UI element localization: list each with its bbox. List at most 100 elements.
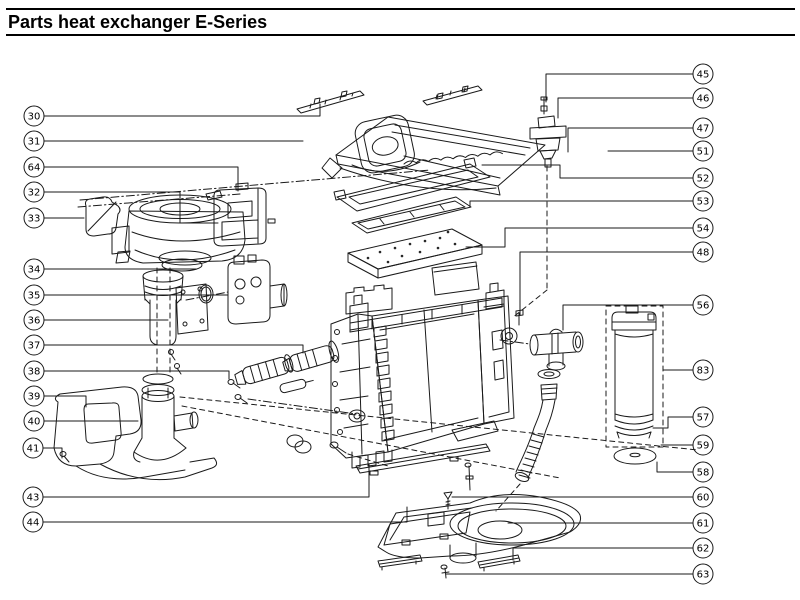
callout-circle-41	[22, 437, 44, 459]
callout-number-59: 59	[697, 441, 710, 452]
part-grommet-screw	[286, 434, 389, 467]
callout-46: 46	[557, 87, 714, 119]
callout-60: 60	[451, 486, 714, 508]
part-lower-rail	[355, 443, 491, 476]
leader-line-47	[567, 127, 694, 153]
callout-number-35: 35	[28, 291, 41, 302]
page-title: Parts heat exchanger E-Series	[8, 12, 268, 32]
callout-83: 83	[662, 359, 714, 381]
leader-line-56	[562, 304, 694, 331]
callout-37: 37	[23, 334, 304, 356]
leader-line-53	[469, 200, 694, 208]
callout-circle-62	[692, 537, 714, 559]
callout-number-33: 33	[28, 214, 41, 225]
leader-line-39	[43, 395, 87, 408]
part-air-vent-valve	[529, 96, 567, 168]
callout-number-41: 41	[27, 444, 40, 455]
callout-number-56: 56	[697, 301, 710, 312]
part-intake-elbow	[53, 373, 218, 481]
callout-number-57: 57	[697, 413, 710, 424]
callout-57: 57	[652, 406, 714, 429]
callout-number-44: 44	[27, 518, 40, 529]
part-castellated-plate	[345, 284, 393, 315]
part-frame	[333, 157, 491, 212]
callout-53: 53	[469, 190, 714, 212]
callout-circle-51	[692, 140, 714, 162]
callout-number-40: 40	[28, 417, 41, 428]
callout-number-45: 45	[697, 70, 710, 81]
part-gas-valve	[198, 254, 288, 325]
callout-number-61: 61	[697, 519, 710, 530]
leader-line-44	[42, 506, 408, 523]
callout-number-30: 30	[28, 112, 41, 123]
callout-62: 62	[512, 537, 714, 561]
callout-circle-53	[692, 190, 714, 212]
callout-number-31: 31	[28, 137, 41, 148]
leader-line-43	[42, 463, 370, 498]
callout-number-54: 54	[697, 224, 710, 235]
callout-circle-83	[692, 359, 714, 381]
callout-circle-61	[692, 512, 714, 534]
callout-number-53: 53	[697, 197, 710, 208]
leader-line-48	[519, 251, 694, 316]
leader-line-45	[545, 73, 694, 103]
callout-number-46: 46	[697, 94, 710, 105]
header-bottom-rule	[6, 34, 795, 36]
callout-39: 39	[23, 385, 87, 408]
callout-58: 58	[656, 461, 714, 483]
callout-43: 43	[22, 463, 370, 508]
callout-number-39: 39	[28, 392, 41, 403]
callout-circle-44	[22, 511, 44, 533]
leader-line-38	[43, 370, 230, 380]
callout-circle-46	[692, 87, 714, 109]
leader-line-62	[512, 547, 694, 561]
callout-circle-45	[692, 63, 714, 85]
callout-51: 51	[607, 140, 714, 162]
callout-circle-40	[23, 410, 45, 432]
leader-line-37	[43, 344, 304, 354]
callout-circle-43	[22, 486, 44, 508]
part-top-cover	[321, 114, 546, 196]
callout-64: 64	[23, 156, 239, 192]
callout-circle-36	[23, 309, 45, 331]
callout-number-60: 60	[697, 493, 710, 504]
callout-number-37: 37	[28, 341, 41, 352]
part-venturi	[142, 269, 209, 375]
callout-number-34: 34	[28, 265, 41, 276]
assembly-axes	[77, 165, 699, 512]
callout-number-52: 52	[697, 174, 710, 185]
leader-line-32	[43, 191, 219, 224]
callout-32: 32	[23, 181, 219, 224]
callout-number-64: 64	[28, 163, 41, 174]
callout-number-43: 43	[27, 493, 40, 504]
part-heat-exchanger	[330, 282, 524, 469]
part-pan-strip-right	[477, 554, 521, 572]
callout-circle-48	[692, 241, 714, 263]
leader-line-41	[42, 447, 63, 459]
callout-52: 52	[481, 164, 714, 189]
callout-36: 36	[23, 309, 169, 331]
callout-number-36: 36	[28, 316, 41, 327]
leader-line-52	[481, 164, 694, 179]
callout-circle-54	[692, 217, 714, 239]
callout-41: 41	[22, 437, 63, 459]
part-pan-strip-left	[377, 554, 423, 571]
callout-number-58: 58	[697, 468, 710, 479]
callout-40: 40	[23, 410, 139, 432]
callout-38: 38	[23, 360, 230, 382]
callout-number-38: 38	[28, 367, 41, 378]
callout-33: 33	[23, 207, 85, 229]
callout-circle-57	[692, 406, 714, 428]
callout-number-48: 48	[697, 248, 710, 259]
callout-47: 47	[567, 117, 714, 153]
part-fan-gasket	[85, 196, 121, 237]
leader-line-64	[43, 166, 239, 192]
callout-number-62: 62	[697, 544, 710, 555]
leader-line-30	[43, 103, 321, 117]
callout-circle-52	[692, 167, 714, 189]
part-mounting-rail-left	[296, 90, 365, 114]
callout-63: 63	[445, 563, 714, 585]
part-siphon	[605, 305, 664, 465]
